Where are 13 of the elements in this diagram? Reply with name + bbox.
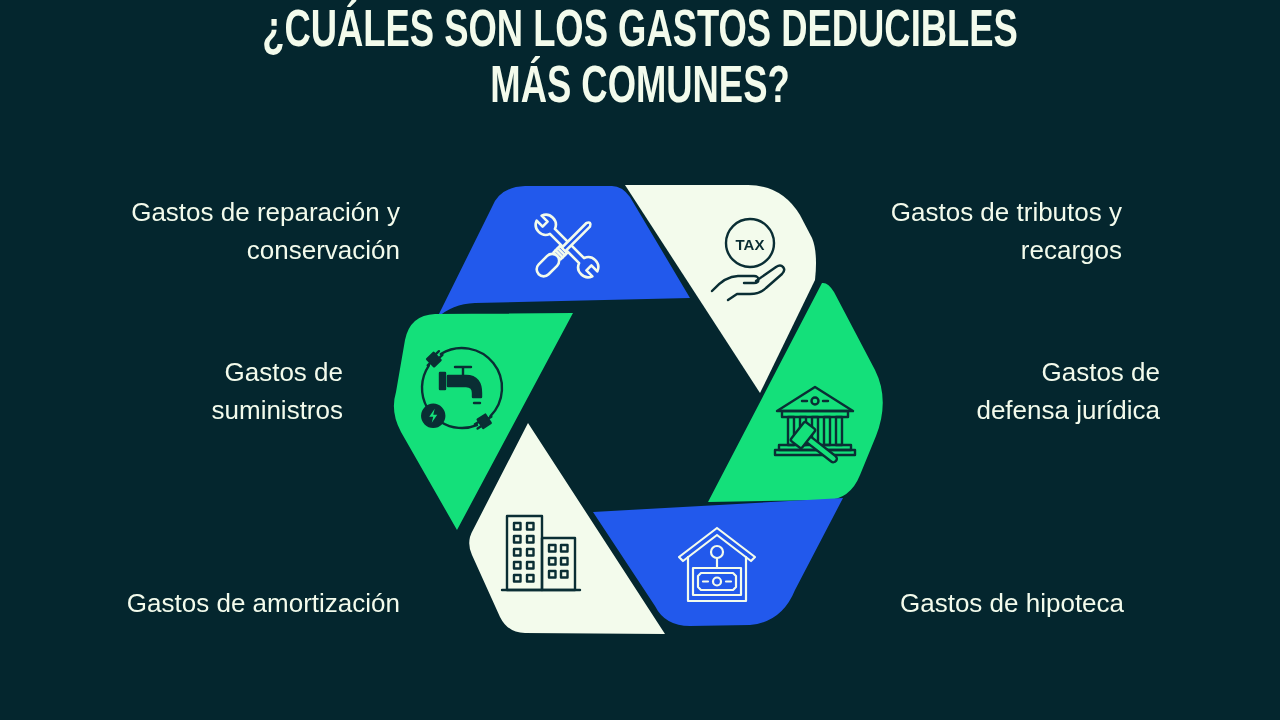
segment-caption: Gastos de amortización	[125, 587, 400, 620]
hexagon-segment	[593, 498, 843, 626]
segment-caption: Gastos de defensa jurídica	[975, 356, 1160, 427]
segment-caption: Gastos de reparación y conservación	[130, 196, 400, 267]
hexagon-segment	[708, 282, 883, 502]
coin-text: TAX	[735, 235, 765, 253]
segment-caption: Gastos de suministros	[210, 356, 343, 427]
hexagon-segment	[469, 423, 665, 634]
hexagon-segment	[393, 313, 573, 530]
segment-caption: Gastos de tributos y recargos	[889, 196, 1122, 267]
title: ¿CUÁLES SON LOS GASTOS DEDUCIBLES MÁS COMUNES?	[261, 0, 1019, 112]
hexagon-segment	[625, 185, 816, 393]
segment-caption: Gastos de hipoteca	[900, 587, 1126, 620]
